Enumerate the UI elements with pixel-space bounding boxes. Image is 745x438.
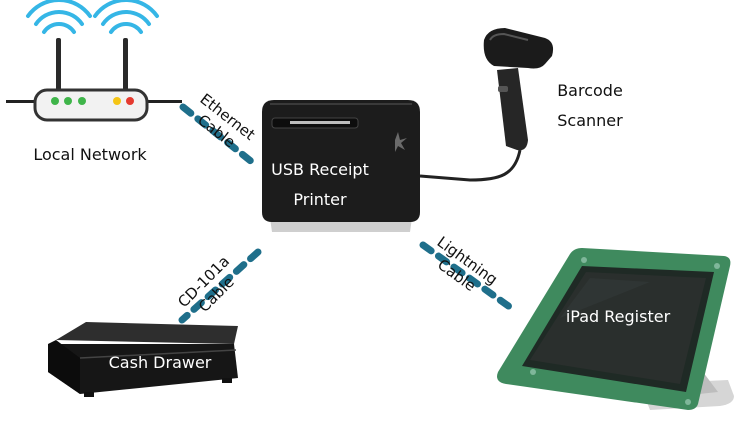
usb-receipt-printer-label-1: USB Receipt (271, 160, 369, 179)
usb-receipt-printer-label-2: Printer (293, 190, 347, 209)
lightning-cable (419, 241, 518, 314)
wifi-right-icon (93, 0, 159, 34)
ipad-register-icon (497, 248, 734, 410)
cash-drawer-icon (48, 322, 238, 397)
receipt-printer-icon (262, 100, 420, 232)
wifi-left-icon (26, 0, 92, 34)
ipad-register-label: iPad Register (566, 307, 671, 326)
ethernet-cable (179, 103, 261, 170)
barcode-scanner-icon (419, 28, 554, 182)
router-icon (6, 0, 182, 122)
local-network-label: Local Network (33, 145, 147, 164)
cash-drawer-label: Cash Drawer (109, 353, 212, 372)
barcode-scanner-label-1: Barcode (557, 81, 623, 100)
barcode-scanner-label-2: Scanner (557, 111, 623, 130)
cd101a-cable (178, 248, 262, 324)
